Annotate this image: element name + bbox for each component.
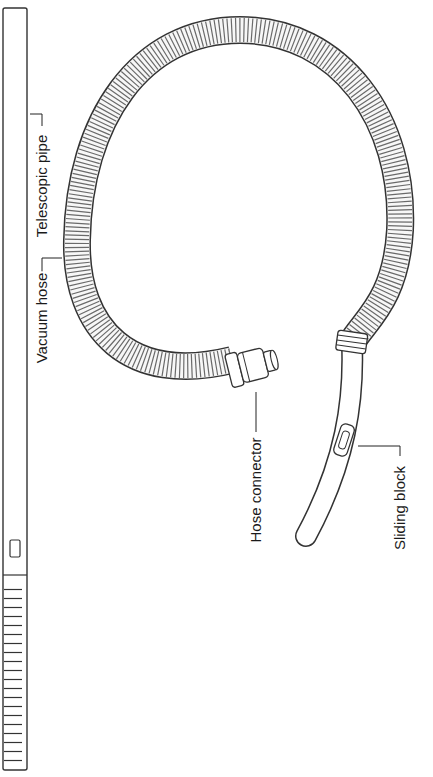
part-label: Telescopic pipe [34, 134, 51, 239]
part-label: Sliding block [392, 465, 409, 551]
sliding-block [332, 423, 355, 458]
vacuum-hose [77, 30, 400, 366]
leader-lines [30, 114, 400, 456]
telescopic-pipe [3, 8, 27, 770]
hose-connector [225, 343, 282, 388]
part-label: Vacuum hose [34, 272, 51, 365]
hose-handle [306, 330, 368, 536]
part-label: Hose connector [248, 436, 265, 543]
